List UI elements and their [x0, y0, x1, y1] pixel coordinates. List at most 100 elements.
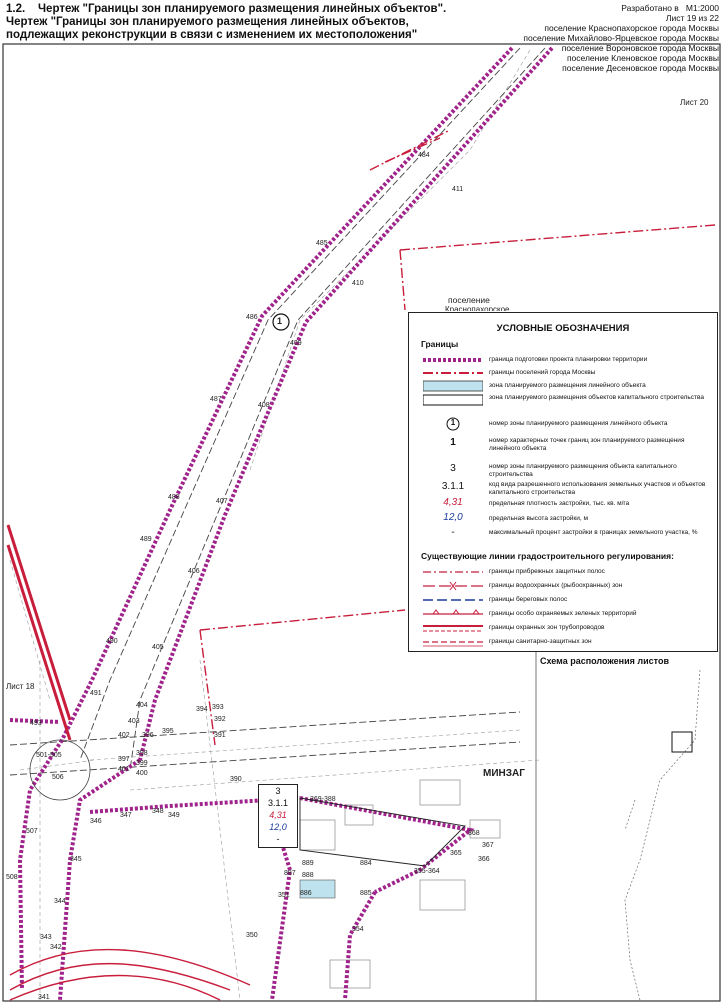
zone-marker-number: 1: [277, 316, 283, 326]
legend-row: 1 номер характерных точек границ зон пла…: [409, 437, 717, 452]
legend-row: 12,0 предельная высота застройки, м: [409, 512, 717, 526]
legend-text: максимальный процент застройки в граница…: [489, 529, 698, 536]
point-label: 355-364: [414, 868, 440, 875]
sheet-18-label: Лист 18: [6, 682, 35, 691]
point-label: 392: [214, 716, 226, 723]
point-label: 350: [246, 932, 258, 939]
point-label: 397: [118, 756, 130, 763]
point-label: 344: [54, 898, 66, 905]
point-label: 394: [196, 706, 208, 713]
scale-label: М1:2000: [685, 3, 719, 13]
legend-row: границы охранных зон трубопроводов: [409, 621, 717, 635]
legend-row: границы прибрежных защитных полос: [409, 565, 717, 579]
point-label: 398: [136, 750, 148, 757]
legend-row: границы санитарно-защитных зон: [409, 635, 717, 649]
legend-title: УСЛОВНЫЕ ОБОЗНАЧЕНИЯ: [496, 323, 630, 334]
legend-text: зона планируемого размещения объектов ка…: [489, 394, 704, 401]
settlement-3: поселение Вороновское города Москвы: [561, 43, 719, 53]
legend-text: предельная плотность застройки, тыс. кв.…: [489, 500, 630, 507]
legend-density: 4,31: [443, 497, 463, 508]
legend-row: границы береговых полос: [409, 593, 717, 607]
point-label: 488: [168, 494, 180, 501]
legend-row: 3 номер зоны планируемого размещения объ…: [409, 463, 717, 478]
point-label: 341: [38, 994, 50, 1001]
legend-row: зона планируемого размещения объектов ка…: [409, 393, 717, 407]
settlement-boundary: [199, 129, 716, 746]
legend-text: границы прибрежных защитных полос: [489, 568, 605, 575]
legend-panel: УСЛОВНЫЕ ОБОЗНАЧЕНИЯ Границы граница под…: [408, 312, 718, 652]
zone-fill-small: [299, 879, 336, 899]
settlement-4: поселение Кленовское города Москвы: [566, 53, 719, 63]
zone-marker-circle: [272, 313, 290, 331]
legend-zone-cs: 3: [450, 463, 456, 474]
legend-point-num: 1: [450, 437, 456, 448]
point-label: 347: [120, 812, 132, 819]
point-label: 346: [90, 818, 102, 825]
legend-text: границы береговых полос: [489, 596, 568, 603]
point-label: 410: [352, 280, 364, 287]
scheme-lines: [624, 669, 701, 1001]
zone-attribute-box: 3 3.1.1 4,31 12,0 -: [258, 784, 298, 848]
settlement-2: поселение Михайлово-Ярцевское города Мос…: [523, 33, 719, 43]
point-label: 884: [360, 860, 372, 867]
point-label: 354: [352, 926, 364, 933]
title-line-1: Чертеж "Границы зон планируемого размеще…: [37, 3, 447, 15]
shore-strip-symbol: [423, 599, 483, 601]
legend-row: границы поселений города Москвы: [409, 366, 717, 380]
sheet-meta: Разработано в М1:2000 Лист 19 из 22 посе…: [523, 3, 719, 73]
settlement-5: поселение Десеновское города Москвы: [562, 63, 719, 73]
point-label: 402: [118, 732, 130, 739]
legend-text: границы поселений города Москвы: [489, 369, 596, 376]
legend-row: 3.1.1 код вида разрешенного использовани…: [409, 481, 717, 496]
map-frame: [2, 43, 721, 1002]
legend-percent: -: [451, 527, 455, 538]
legend-text: зона планируемого размещения линейного о…: [489, 382, 646, 389]
settlement-label: поселение: [448, 295, 490, 305]
point-label: 403: [128, 718, 140, 725]
point-label: 889: [302, 860, 314, 867]
point-label: 405: [152, 644, 164, 651]
point-label: 887: [284, 870, 296, 877]
project-boundary-symbol: [423, 358, 483, 362]
point-label: 486: [246, 314, 258, 321]
title-line-3: подлежащих реконструкции в связи с измен…: [6, 29, 418, 41]
point-label: 401: [118, 766, 130, 773]
title-number: 1.2.: [6, 3, 26, 15]
developed-label: Разработано в: [621, 3, 679, 13]
point-label: 407: [216, 498, 228, 505]
point-label: 367: [482, 842, 494, 849]
scheme-title: Схема расположения листов: [540, 656, 669, 666]
sheet-20-label: Лист 20: [680, 98, 709, 107]
point-label: 399: [136, 760, 148, 767]
point-label: 485: [316, 240, 328, 247]
point-label: 408: [258, 402, 270, 409]
point-label: 411: [452, 186, 464, 193]
zone-cs-symbol: [423, 394, 483, 406]
water-zone-symbol: [423, 581, 483, 591]
zone-height: 12,0: [269, 822, 287, 832]
legend-text: границы особо охраняемых зеленых террито…: [489, 610, 637, 617]
legend-text: номер зоны планируемого размещения линей…: [489, 420, 668, 427]
legend-row: граница подготовки проекта планировки те…: [409, 353, 717, 367]
legend-text: границы охранных зон трубопроводов: [489, 624, 605, 631]
minzag-label: МИНЗАГ: [483, 768, 525, 779]
point-label: 342: [50, 944, 62, 951]
point-label: 390: [230, 776, 242, 783]
point-label: 366: [478, 856, 490, 863]
legend-text: граница подготовки проекта планировки те…: [489, 356, 648, 363]
legend-height: 12,0: [443, 512, 463, 523]
road-lines: [9, 47, 546, 776]
point-label: 393: [212, 704, 224, 711]
point-label: 348: [152, 808, 164, 815]
point-label: 391: [214, 732, 226, 739]
point-label: 506: [52, 774, 64, 781]
legend-text: номер зоны планируемого размещения объек…: [489, 463, 677, 478]
point-label: 885: [360, 890, 372, 897]
point-label: 888: [302, 872, 314, 879]
legend-row: границы особо охраняемых зеленых террито…: [409, 607, 717, 621]
legend-zone-num: 1: [450, 418, 456, 427]
sanitary-zone-symbol: [423, 641, 483, 647]
settlement-boundary-symbol: [423, 372, 483, 374]
point-label: 369-388: [310, 796, 336, 803]
